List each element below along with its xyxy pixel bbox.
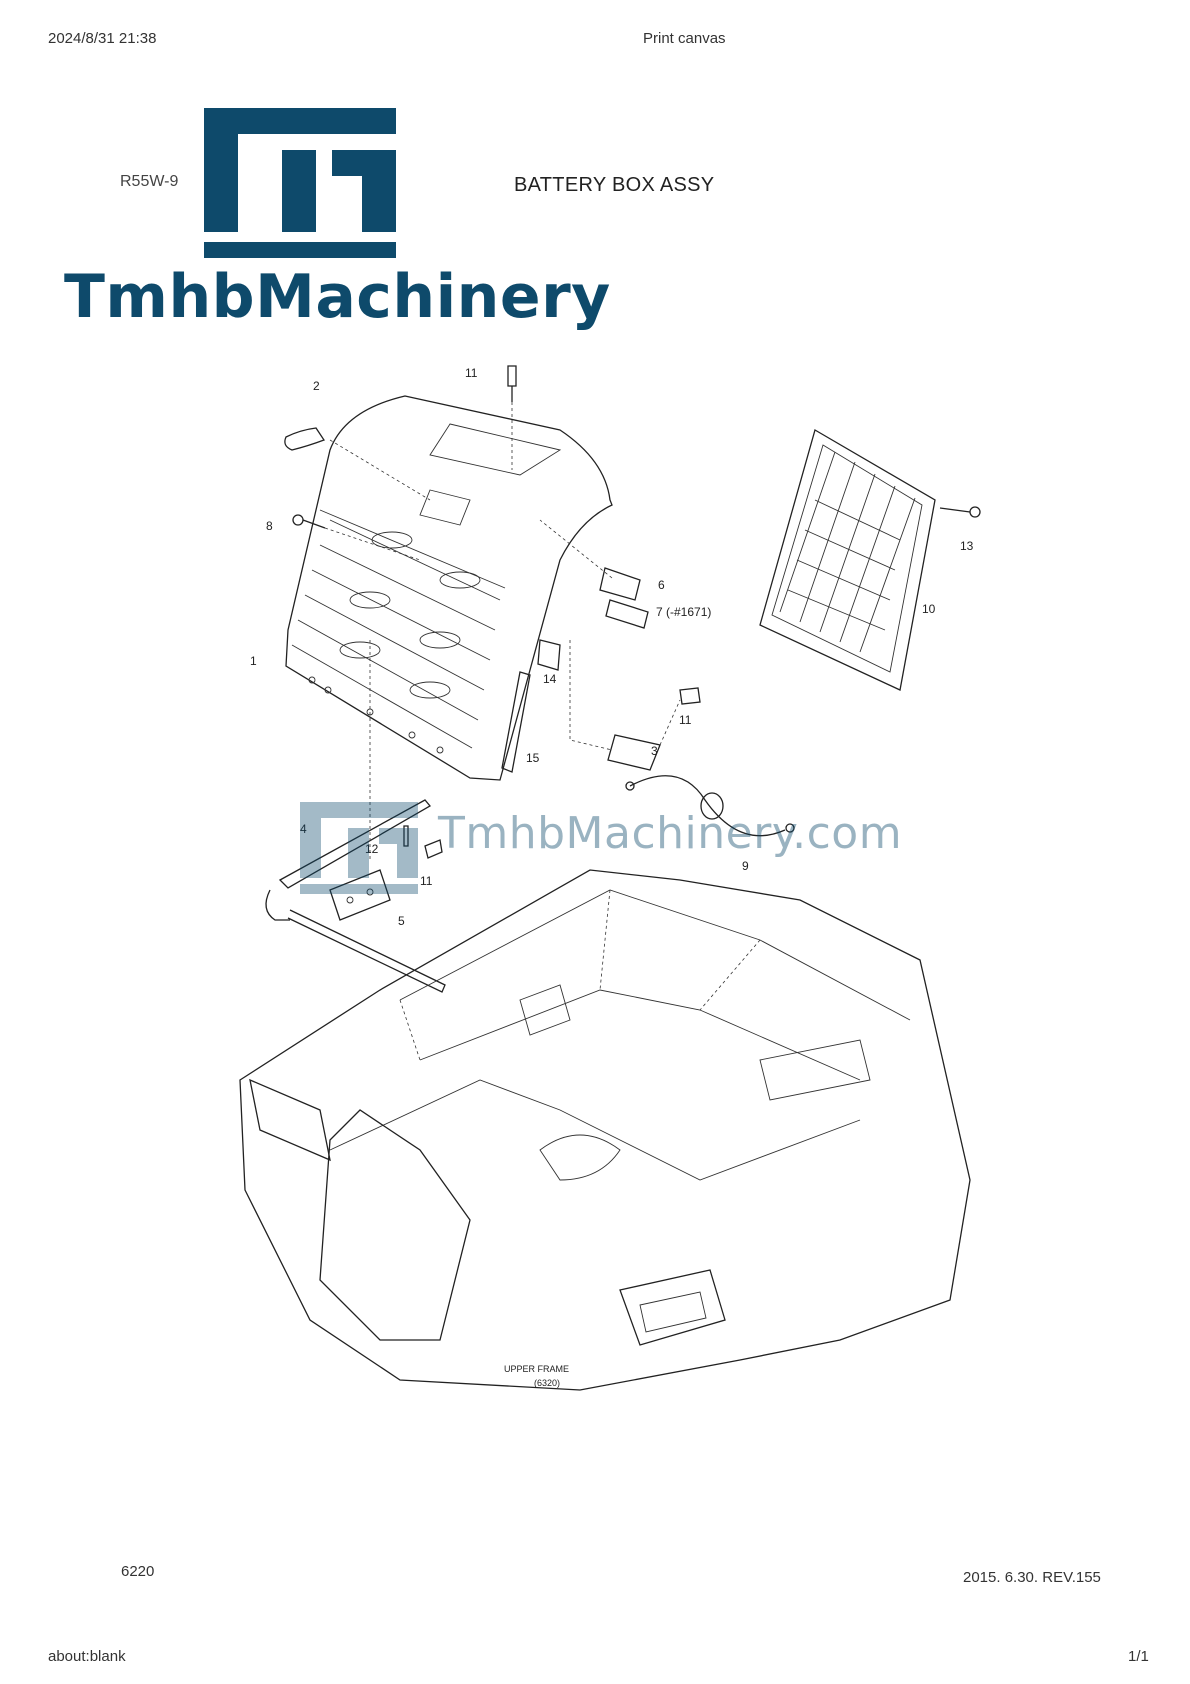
part-labels: 2 1 3 4 5 6 7 (-#1671) 8 9 10 11 11 11 1… [250,366,974,1388]
latch-3 [569,640,701,771]
part-label: 15 [526,751,540,765]
part-label: 12 [365,842,379,856]
part-label: 13 [960,539,974,553]
mesh-screen [759,429,981,691]
part-label: 8 [266,519,273,533]
document-title: BATTERY BOX ASSY [514,174,715,196]
print-datetime: 2024/8/31 21:38 [48,30,157,47]
part-label: 5 [398,914,405,928]
frame-code: (6320) [534,1378,560,1388]
part-label: 1 [250,654,257,668]
battery-box-diagram: 2 1 3 4 5 6 7 (-#1671) 8 9 10 11 11 11 1… [239,365,981,1391]
cable-9 [625,775,795,837]
print-url: about:blank [48,1648,126,1665]
bolt-11-top [507,365,517,470]
part-label: 11 [420,874,433,888]
part-label: 11 [465,366,478,380]
part-label: 7 (-#1671) [656,605,711,619]
brand-logo-icon [204,108,396,258]
part-label: 14 [543,672,557,686]
model-code: R55W-9 [120,173,179,190]
frame-label: UPPER FRAME [504,1364,569,1374]
battery-cover [285,395,613,781]
print-page-count: 1/1 [1128,1648,1149,1665]
part-label: 3 [651,744,658,758]
bracket-14 [537,639,561,671]
watermark-logo-icon [300,802,418,894]
page-number: 6220 [121,1563,155,1576]
bolt-12 [403,825,409,847]
rod-4 [265,640,446,993]
bolt-11-low [424,839,443,859]
part-label: 11 [679,713,692,727]
strip-15 [501,671,531,773]
print-title: Print canvas [643,30,726,47]
upper-frame [239,869,971,1391]
part-label: 2 [313,379,320,393]
part-label: 6 [658,578,665,592]
part-label: 10 [922,602,936,616]
watermark-text: TmhbMachinery.com [438,808,903,859]
bolt-8 [292,514,421,561]
part-label: 4 [300,822,307,836]
handle-part [284,427,431,501]
bracket-6-7 [539,519,649,629]
revision: 2015. 6.30. REV.155 [963,1569,1101,1582]
brand-name: TmhbMachinery [64,262,611,332]
hinge-5 [329,869,391,921]
part-label: 9 [742,859,749,873]
